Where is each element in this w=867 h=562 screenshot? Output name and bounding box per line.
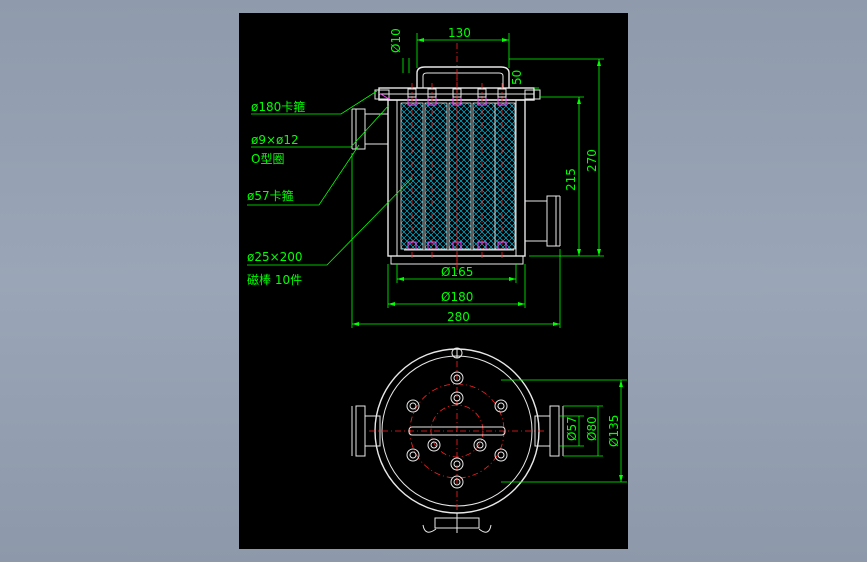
dim-phi10: Ø10 xyxy=(389,28,403,53)
top-outlet-pipe xyxy=(534,405,564,457)
dim-130: 130 xyxy=(448,26,471,40)
clamp-wing-nut xyxy=(422,513,492,533)
note-oring-size: ø9×ø12 xyxy=(251,133,299,147)
callouts: ø180卡箍 ø9×ø12 O型圈 ø57卡箍 ø25×200 磁棒 10件 xyxy=(247,90,413,287)
note-oring-name: O型圈 xyxy=(251,152,284,166)
outlet-pipe xyxy=(524,195,561,247)
note-clamp-180: ø180卡箍 xyxy=(251,99,305,114)
top-dimensions: Ø57 Ø80 Ø135 xyxy=(501,379,627,483)
filter-drawing: 130 Ø10 50 270 215 Ø165 Ø180 xyxy=(247,26,627,533)
top-rod-nuts xyxy=(406,371,508,489)
dim-phi80: Ø80 xyxy=(585,416,599,441)
front-view xyxy=(351,43,561,275)
inlet-pipe xyxy=(351,108,389,150)
top-handle-bar xyxy=(408,426,506,436)
dim-phi165: Ø165 xyxy=(441,265,473,279)
top-view xyxy=(351,347,564,533)
clamp-left xyxy=(374,89,390,100)
lid-handle xyxy=(416,66,510,88)
dim-phi57: Ø57 xyxy=(565,416,579,441)
clamp-right xyxy=(524,89,541,100)
note-rod-size: ø25×200 xyxy=(247,250,303,264)
dim-phi180: Ø180 xyxy=(441,290,473,304)
dim-270: 270 xyxy=(585,149,599,172)
dim-280: 280 xyxy=(447,310,470,324)
dim-215: 215 xyxy=(564,168,578,191)
dim-50: 50 xyxy=(510,70,524,85)
note-rod-name: 磁棒 10件 xyxy=(247,272,302,287)
drawing-sheet: 130 Ø10 50 270 215 Ø165 Ø180 xyxy=(239,13,628,549)
magnetic-rods xyxy=(400,75,516,268)
note-clamp-57: ø57卡箍 xyxy=(247,188,294,203)
dim-phi135: Ø135 xyxy=(607,415,621,447)
front-dimensions: 130 Ø10 50 270 215 Ø165 Ø180 xyxy=(351,26,604,328)
top-inlet-pipe xyxy=(351,405,381,457)
